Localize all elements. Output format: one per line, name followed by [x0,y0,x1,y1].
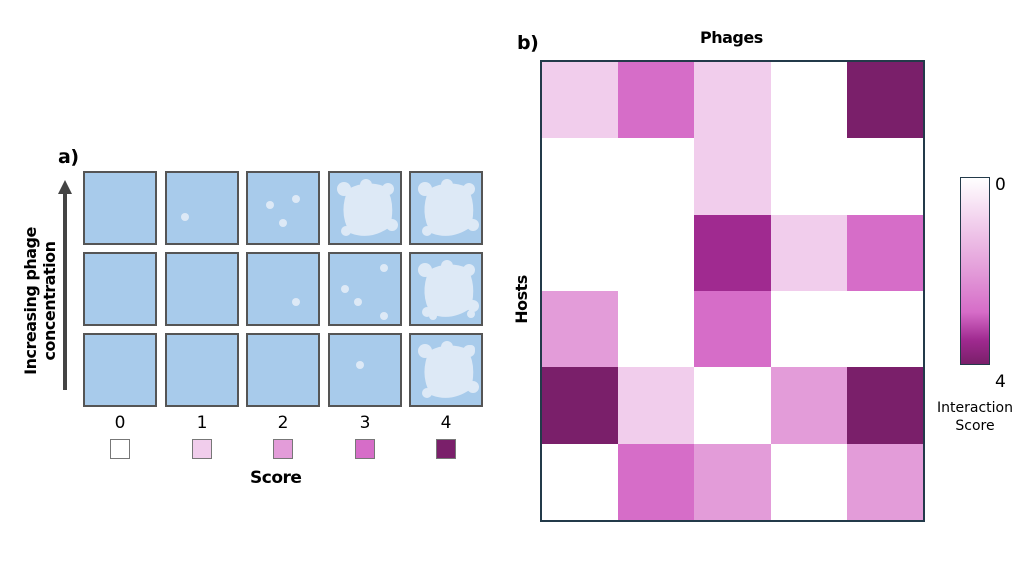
score-swatch [355,439,375,459]
score-swatch [436,439,456,459]
plate-tile [83,171,157,245]
colorbar-title-line2: Score [955,418,995,434]
score-swatch [110,439,130,459]
y-axis-label-hosts: Hosts [511,275,531,324]
plate-tile [246,171,320,245]
plate-tile [409,171,483,245]
y-axis-label: Increasing phage concentration [21,191,59,411]
heatmap-cell [694,62,772,139]
plate-tile [409,252,483,326]
heatmap-cell [618,138,695,216]
heatmap-cell [694,291,772,368]
heatmap [540,60,925,522]
heatmap-cell [542,138,619,216]
score-swatch [192,439,212,459]
score-label: 3 [359,413,371,433]
plate-tile [328,333,402,407]
heatmap-cell [618,62,695,139]
heatmap-cell [770,214,848,292]
score-label: 4 [440,413,452,433]
score-label: 1 [196,413,208,433]
arrow-up-icon [58,180,72,396]
heatmap-cell [846,138,924,216]
plate-tile [328,252,402,326]
score-label: 2 [277,413,289,433]
x-axis-label-phages: Phages [700,28,763,47]
colorbar-max-label: 4 [995,372,1006,392]
heatmap-cell [770,291,848,368]
y-label-line2: concentration [40,241,59,361]
plate-tile [328,171,402,245]
heatmap-cell [770,367,848,445]
x-axis-label-score: Score [250,468,302,488]
heatmap-cell [542,367,619,445]
plate-tile [165,252,239,326]
heatmap-cell [770,443,848,521]
heatmap-cell [846,62,924,139]
colorbar-min-label: 0 [995,175,1006,195]
heatmap-cell [846,443,924,521]
heatmap-cell [846,214,924,292]
heatmap-cell [618,291,695,368]
heatmap-cell [618,367,695,445]
plate-tile [246,333,320,407]
plate-tile [409,333,483,407]
panel-a-label: a) [58,146,79,168]
plate-tile [83,252,157,326]
score-label: 0 [114,413,126,433]
colorbar [960,177,990,365]
panel-b-label: b) [517,32,539,54]
heatmap-cell [694,214,772,292]
colorbar-title: Interaction Score [930,399,1020,435]
plate-tile [83,333,157,407]
heatmap-cell [618,214,695,292]
heatmap-cell [618,443,695,521]
score-swatch [273,439,293,459]
heatmap-cell [846,367,924,445]
heatmap-cell [770,62,848,139]
heatmap-cell [770,138,848,216]
colorbar-title-line1: Interaction [937,400,1013,416]
heatmap-cell [846,291,924,368]
plate-tile [165,333,239,407]
plate-tile [165,171,239,245]
heatmap-cell [694,443,772,521]
heatmap-cell [542,214,619,292]
heatmap-cell [694,367,772,445]
heatmap-cell [542,62,619,139]
y-label-line1: Increasing phage [21,227,40,375]
heatmap-cell [542,291,619,368]
heatmap-cell [694,138,772,216]
heatmap-cell [542,443,619,521]
plate-tile [246,252,320,326]
